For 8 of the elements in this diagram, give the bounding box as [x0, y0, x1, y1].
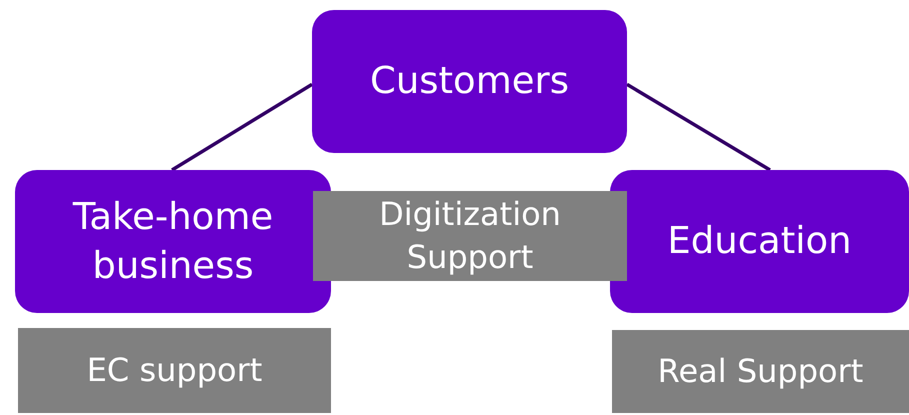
connector-line — [626, 82, 771, 172]
label-box: EC support — [18, 328, 331, 413]
node-box: Customers — [312, 10, 627, 153]
node-box: Education — [610, 170, 909, 313]
label-box: Real Support — [612, 330, 909, 413]
node-box: Take-home business — [15, 170, 331, 313]
label-box: Digitization Support — [313, 191, 627, 281]
connector-line — [171, 82, 313, 172]
